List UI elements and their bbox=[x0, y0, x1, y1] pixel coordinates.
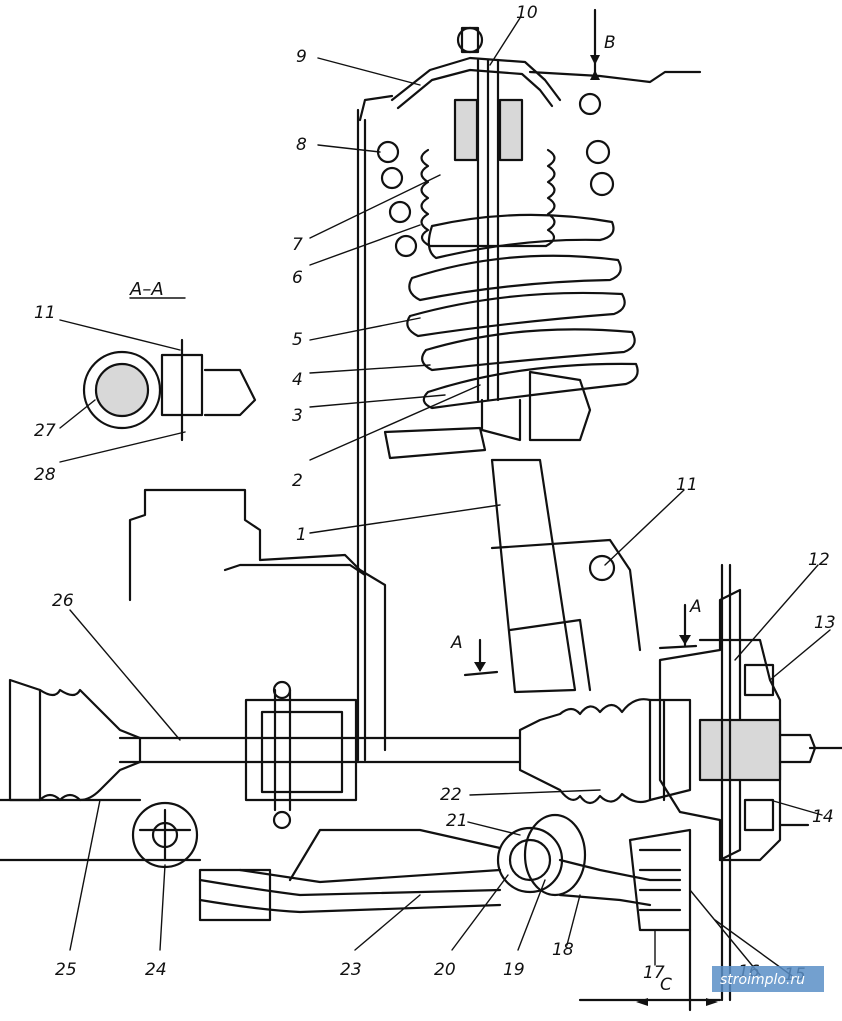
callout-28: 28 bbox=[34, 465, 56, 485]
section-letter-right: A bbox=[689, 597, 702, 617]
callout-19: 19 bbox=[503, 960, 525, 980]
coil-spring bbox=[376, 92, 639, 410]
callout-10: 10 bbox=[516, 3, 538, 23]
steering-knuckle-hub bbox=[658, 563, 842, 1002]
section-a-a-inset bbox=[82, 338, 257, 442]
callout-2: 2 bbox=[292, 471, 303, 491]
callout-22: 22 bbox=[440, 785, 462, 805]
callout-4: 4 bbox=[292, 370, 303, 390]
callout-25: 25 bbox=[55, 960, 77, 980]
anti-roll-bar bbox=[198, 868, 502, 922]
callout-13: 13 bbox=[814, 613, 836, 633]
strut-top-mount bbox=[358, 26, 702, 402]
section-arrowheads bbox=[474, 55, 718, 1006]
callout-21: 21 bbox=[446, 811, 468, 831]
dimension-b-label: B bbox=[604, 33, 616, 53]
callout-12: 12 bbox=[808, 550, 830, 570]
section-title: А–А bbox=[129, 279, 164, 300]
callout-5: 5 bbox=[292, 330, 303, 350]
callout-18: 18 bbox=[552, 940, 574, 960]
callout-6: 6 bbox=[292, 268, 303, 288]
callout-20: 20 bbox=[434, 960, 456, 980]
watermark-text: stroimplo.ru bbox=[720, 972, 805, 988]
stabilizer-bushing bbox=[131, 801, 199, 869]
callout-26: 26 bbox=[52, 591, 74, 611]
callout-11: 11 bbox=[676, 475, 698, 495]
callout-24: 24 bbox=[145, 960, 167, 980]
callout-8: 8 bbox=[296, 135, 307, 155]
callout-9: 9 bbox=[296, 47, 307, 67]
crossmember-bracket bbox=[244, 680, 358, 830]
right-cv-boot bbox=[518, 698, 692, 805]
callout-27: 27 bbox=[34, 421, 56, 441]
callout-7: 7 bbox=[292, 235, 303, 255]
dimension-c-label: C bbox=[660, 975, 672, 995]
callout-14: 14 bbox=[812, 807, 834, 827]
callout-leaders bbox=[59, 17, 831, 979]
shock-absorber bbox=[383, 370, 642, 694]
drive-shaft bbox=[118, 736, 522, 764]
callout-1: 1 bbox=[296, 525, 307, 545]
callout-3: 3 bbox=[292, 406, 303, 426]
callout-11-inset: 11 bbox=[34, 303, 56, 323]
watermark-badge bbox=[712, 966, 824, 992]
callout-17: 17 bbox=[643, 963, 665, 983]
body-panel bbox=[128, 108, 387, 762]
protective-boot bbox=[420, 148, 556, 248]
callout-23: 23 bbox=[340, 960, 362, 980]
section-letter-left: A bbox=[450, 633, 463, 653]
left-cv-boot bbox=[0, 678, 202, 862]
